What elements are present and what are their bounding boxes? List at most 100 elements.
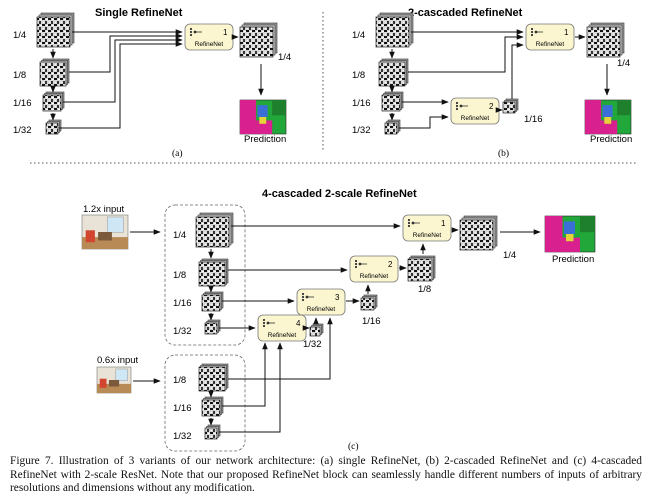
scale-label-1-16: 1/16 bbox=[173, 298, 192, 309]
input-2-label: 0.6x input bbox=[97, 355, 139, 366]
scale-label-1-4: 1/4 bbox=[13, 30, 26, 41]
node-icon bbox=[407, 224, 411, 228]
encoder-frame-2 bbox=[164, 354, 246, 452]
feature-map-front bbox=[201, 294, 221, 312]
feature-map-front bbox=[42, 94, 62, 112]
node-icon bbox=[407, 221, 411, 225]
refinenet-block-label: RefineNet bbox=[268, 332, 297, 339]
prediction-map bbox=[544, 215, 596, 253]
feature-map-front bbox=[360, 297, 375, 311]
feature-map-1-16 bbox=[381, 91, 404, 112]
feature-map-1-32-b bbox=[204, 424, 221, 440]
prediction-region bbox=[602, 105, 613, 117]
feature-map-1-8 bbox=[39, 58, 70, 87]
panel-a: Single RefineNet 1/4 1/8 1/16 1/32 1/4 P… bbox=[13, 7, 291, 159]
scale-label-1-16: 1/16 bbox=[13, 98, 32, 109]
prediction-region bbox=[259, 117, 267, 124]
refinenet-block-box bbox=[402, 214, 452, 242]
feature-map-front bbox=[375, 16, 410, 48]
input-1-label: 1.2x input bbox=[83, 204, 125, 215]
subfigure-label-c: (c) bbox=[348, 441, 359, 452]
out-scale-1-8: 1/8 bbox=[418, 284, 431, 295]
arrow-1-8-b bbox=[228, 317, 333, 380]
scale-label-1-32: 1/32 bbox=[13, 125, 32, 136]
input-image-2 bbox=[96, 366, 132, 394]
node-icon bbox=[354, 259, 358, 263]
refinenet-block-label: RefineNet bbox=[195, 41, 224, 48]
refinenet-block-label: RefineNet bbox=[413, 232, 442, 239]
node-icon bbox=[262, 318, 266, 322]
refinenet-block-number: 1 bbox=[441, 219, 446, 228]
node-icon bbox=[455, 107, 459, 111]
subfigure-label-a: (a) bbox=[172, 148, 183, 159]
feature-map-1-4 bbox=[195, 212, 234, 248]
arrow-1-32-b bbox=[219, 342, 283, 433]
refinenet-block-number: 4 bbox=[296, 319, 301, 328]
arrow-1-8 bbox=[408, 34, 524, 73]
feature-map-front bbox=[502, 101, 516, 114]
feature-map-front bbox=[198, 366, 226, 392]
feature-map-front bbox=[204, 322, 218, 335]
node-icon bbox=[266, 321, 270, 325]
feature-map-front bbox=[239, 26, 274, 58]
out-scale-1-32: 1/32 bbox=[303, 339, 322, 350]
panel-c-title: 4-cascaded 2-scale RefineNet bbox=[262, 188, 417, 200]
feature-map-front bbox=[195, 216, 230, 248]
out-scale-1-16: 1/16 bbox=[362, 316, 381, 327]
feature-map-front bbox=[198, 261, 226, 287]
feature-map-front bbox=[381, 94, 401, 112]
prediction-map bbox=[584, 99, 632, 135]
node-icon bbox=[193, 30, 197, 34]
feature-map-front bbox=[204, 427, 218, 440]
node-icon bbox=[411, 221, 415, 225]
out-scale-1-4: 1/4 bbox=[503, 250, 516, 261]
scale-label-1-32: 1/32 bbox=[352, 125, 371, 136]
feature-map-front bbox=[407, 258, 433, 282]
feature-map-1-16-b bbox=[201, 396, 224, 417]
prediction-region bbox=[562, 237, 580, 252]
out-feature-map-1-32 bbox=[309, 323, 324, 337]
feature-map-1-8-b bbox=[198, 363, 229, 392]
feature-map-1-16 bbox=[201, 291, 224, 312]
refinenet-block-label: RefineNet bbox=[461, 115, 490, 122]
refinenet-block-box bbox=[525, 23, 575, 51]
prediction-map bbox=[239, 99, 287, 135]
arrow-mid-to-block-1 bbox=[511, 42, 524, 99]
scale-label-1-32-b: 1/32 bbox=[173, 431, 192, 442]
node-icon bbox=[455, 101, 459, 105]
feature-map-front bbox=[39, 61, 67, 87]
feature-map-front bbox=[378, 61, 406, 87]
node-icon bbox=[358, 262, 362, 266]
refinenet-block-label: RefineNet bbox=[360, 273, 389, 280]
node-icon bbox=[534, 30, 538, 34]
output-scale-label: 1/4 bbox=[278, 52, 291, 63]
refinenet-block-number: 1 bbox=[564, 28, 569, 37]
node-icon bbox=[530, 30, 534, 34]
out-feature-map-1-4 bbox=[459, 215, 498, 251]
arrow-1-32 bbox=[59, 41, 183, 129]
prediction-region bbox=[604, 117, 612, 124]
node-icon bbox=[301, 292, 305, 296]
arrow-1-16-b bbox=[222, 342, 268, 407]
node-icon bbox=[305, 295, 309, 299]
feature-map-1-4 bbox=[36, 12, 75, 48]
mid-feature-map bbox=[502, 98, 519, 114]
node-icon bbox=[530, 33, 534, 37]
feature-map-1-4 bbox=[375, 12, 414, 48]
node-icon bbox=[530, 27, 534, 31]
feature-map-front bbox=[309, 326, 321, 337]
output-feature-map bbox=[586, 22, 625, 58]
refinenet-block-box bbox=[349, 255, 399, 283]
scale-label-1-16-b: 1/16 bbox=[173, 403, 192, 414]
node-icon bbox=[354, 262, 358, 266]
refinenet-block-label: RefineNet bbox=[307, 306, 336, 313]
arrow-1-8 bbox=[69, 33, 183, 73]
scale-label-1-8: 1/8 bbox=[13, 70, 26, 81]
prediction-label: Prediction bbox=[552, 254, 594, 265]
input-image-1 bbox=[81, 214, 129, 250]
